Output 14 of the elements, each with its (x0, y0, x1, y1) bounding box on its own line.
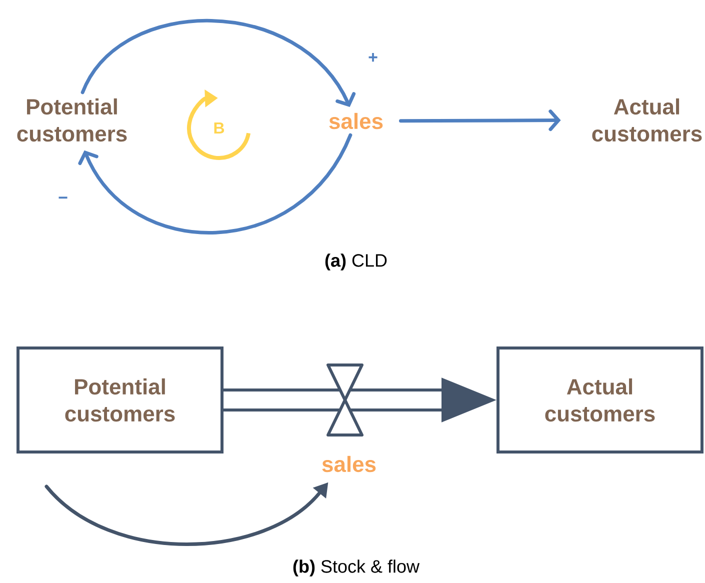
variable-label: Actual customers (592, 98, 702, 142)
caption: (b) Stock & flow (293, 560, 420, 576)
edge-label: − (57, 196, 69, 204)
variable-label: sales (329, 112, 383, 130)
edge-label: + (367, 52, 379, 64)
stock-box: Actual customers (496, 346, 704, 454)
loop-label: B (214, 122, 224, 134)
variable-label: sales (322, 456, 376, 472)
variable-label: Potential customers (17, 98, 127, 142)
arrow (398, 110, 561, 132)
stock-box: Potential customers (16, 346, 224, 454)
arrow (78, 133, 352, 234)
caption: (a) CLD (325, 254, 387, 270)
arrow (80, 18, 356, 107)
